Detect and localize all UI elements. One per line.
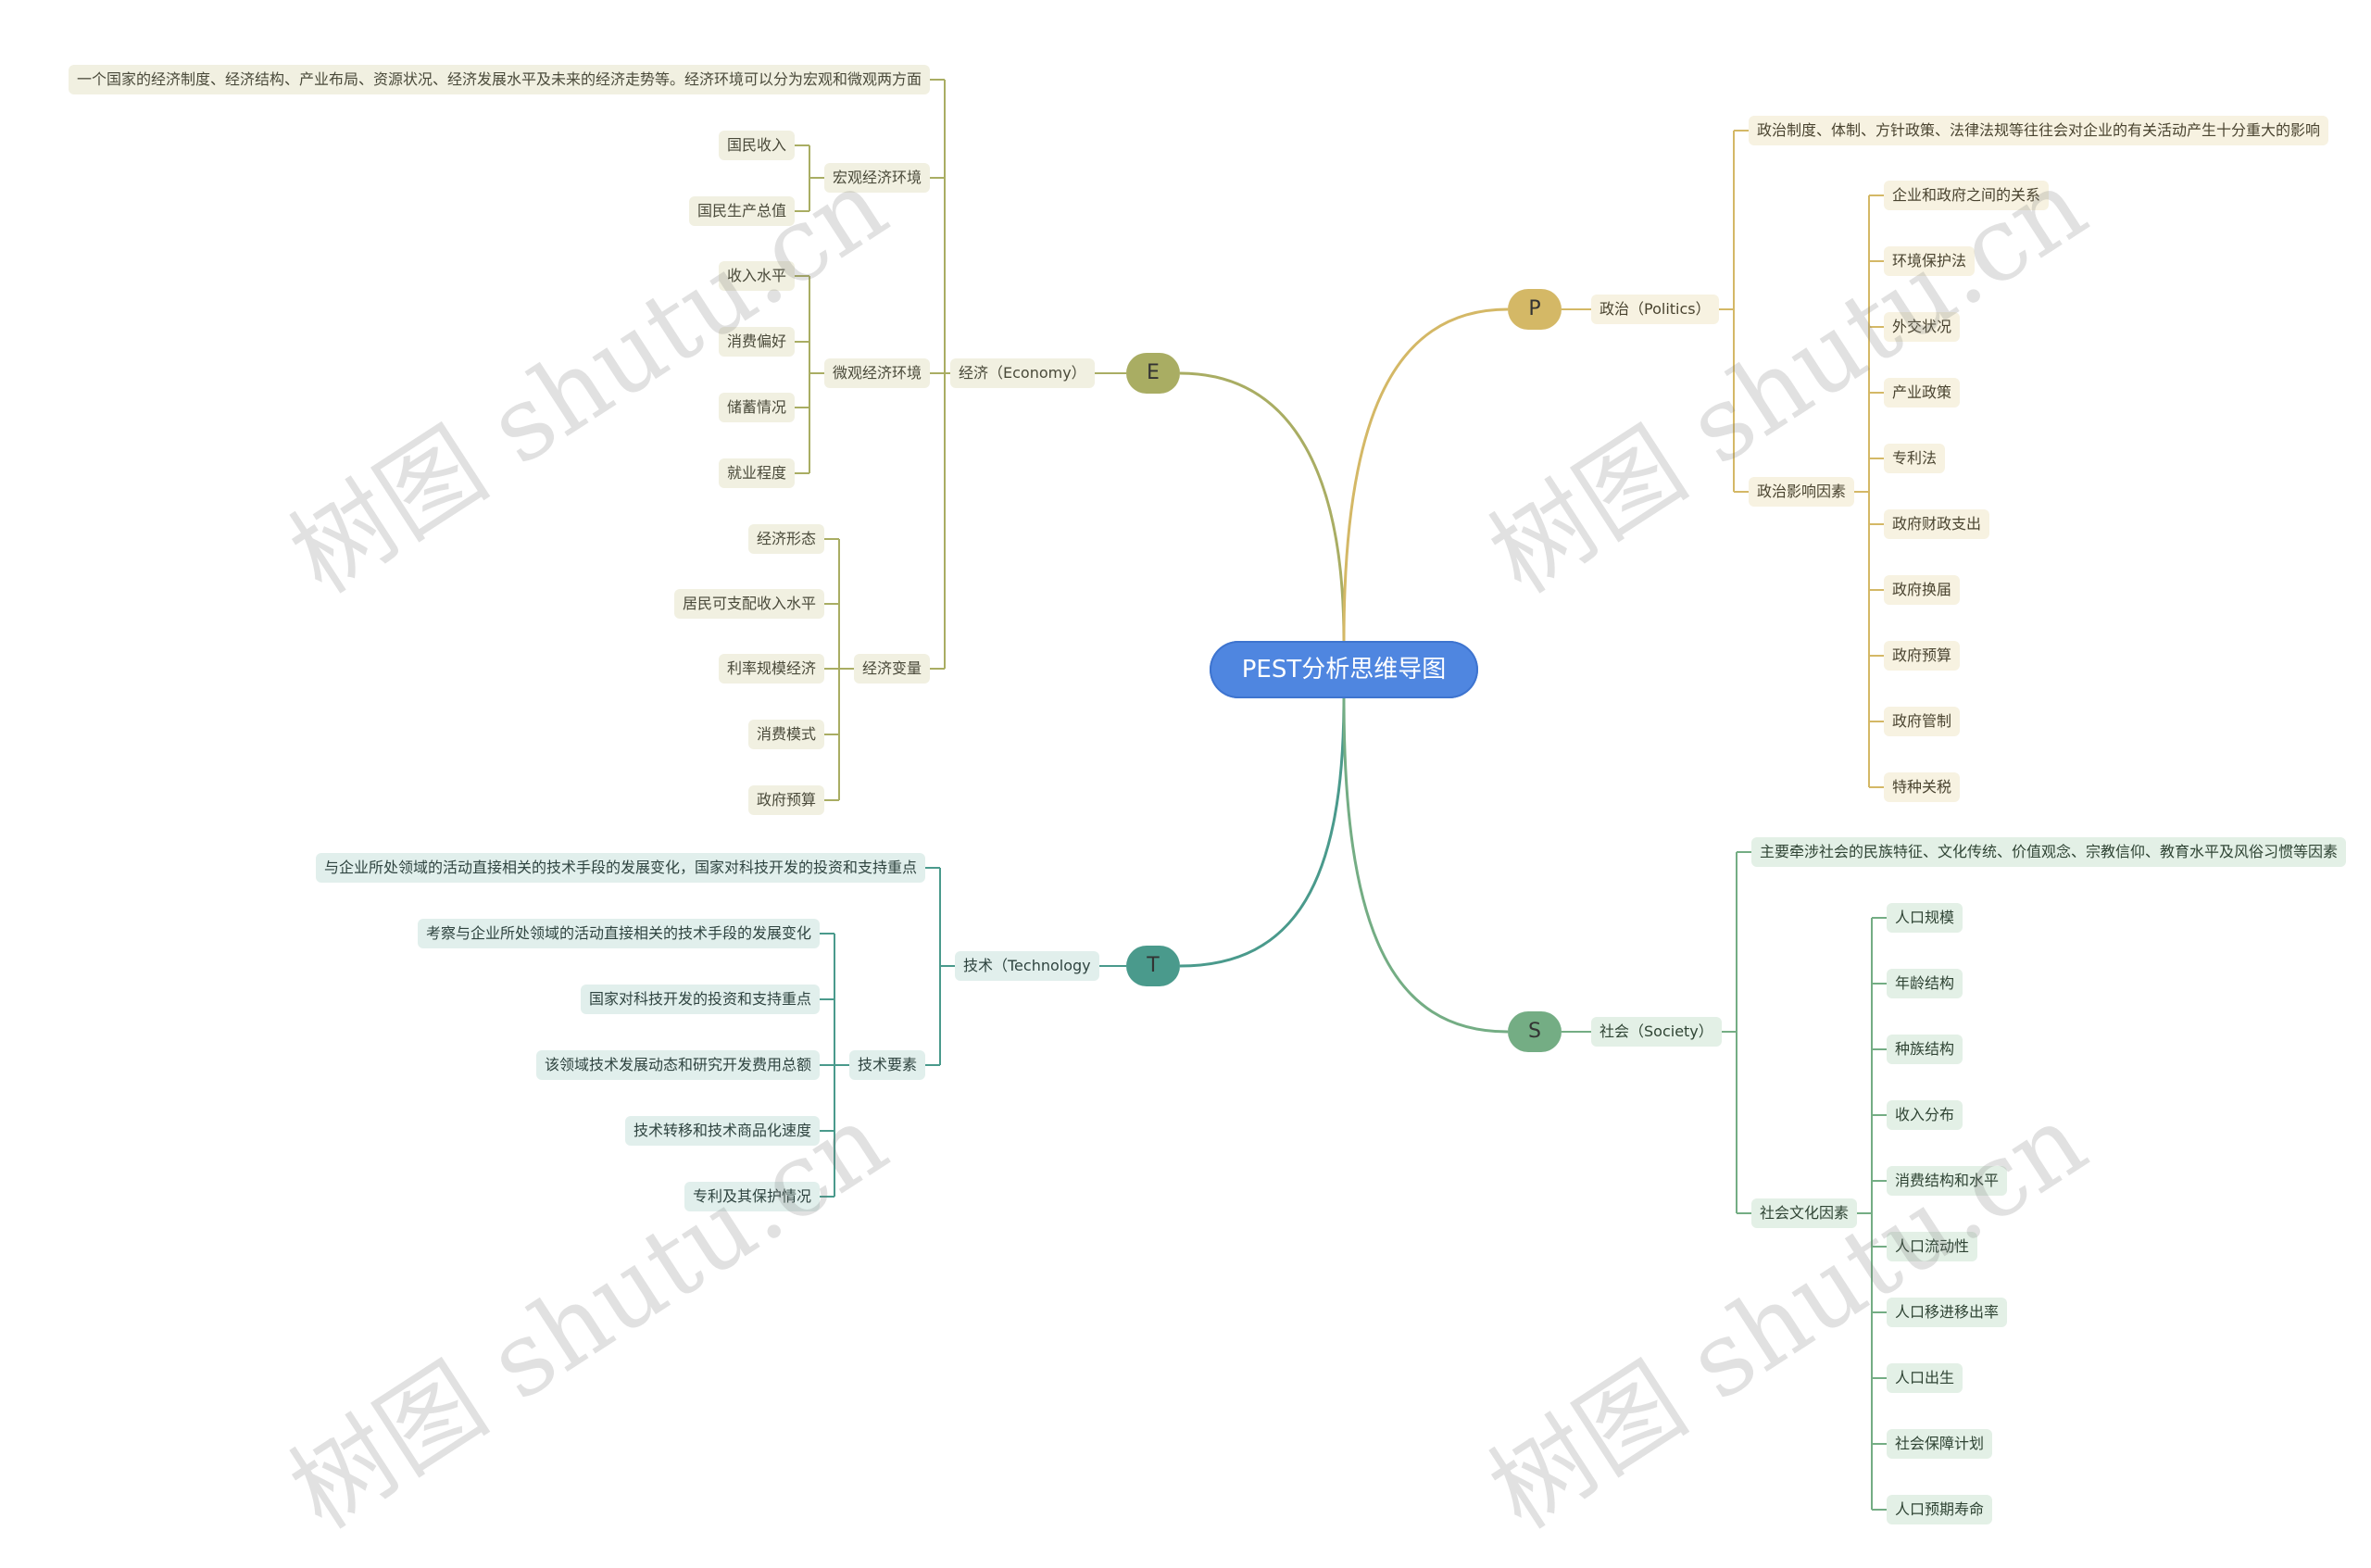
economy-label[interactable]: 经济（Economy） bbox=[950, 358, 1095, 388]
economy-letter-badge[interactable]: E bbox=[1126, 353, 1180, 394]
technology-branch-curve bbox=[1179, 697, 1346, 968]
society-label[interactable]: 社会（Society） bbox=[1591, 1017, 1722, 1047]
society-item[interactable]: 种族结构 bbox=[1887, 1035, 1963, 1064]
politics-item[interactable]: 专利法 bbox=[1884, 444, 1946, 473]
politics-letter-badge[interactable]: P bbox=[1508, 289, 1562, 330]
root-node[interactable]: PEST分析思维导图 bbox=[1210, 641, 1478, 698]
economy-item[interactable]: 居民可支配收入水平 bbox=[674, 589, 825, 619]
economy-item[interactable]: 就业程度 bbox=[719, 458, 796, 488]
technology-description[interactable]: 与企业所处领域的活动直接相关的技术手段的发展变化，国家对科技开发的投资和支持重点 bbox=[316, 853, 926, 883]
politics-item[interactable]: 环境保护法 bbox=[1884, 246, 1976, 276]
politics-item[interactable]: 政府财政支出 bbox=[1884, 509, 1990, 539]
economy-item[interactable]: 储蓄情况 bbox=[719, 393, 796, 422]
technology-item[interactable]: 技术转移和技术商品化速度 bbox=[625, 1116, 821, 1146]
politics-group[interactable]: 政治影响因素 bbox=[1749, 477, 1855, 507]
politics-branch-curve bbox=[1342, 307, 1509, 642]
technology-group[interactable]: 技术要素 bbox=[849, 1050, 926, 1080]
society-item[interactable]: 收入分布 bbox=[1887, 1100, 1963, 1130]
politics-item[interactable]: 企业和政府之间的关系 bbox=[1884, 181, 2050, 210]
economy-item[interactable]: 利率规模经济 bbox=[719, 654, 825, 684]
economy-item[interactable]: 政府预算 bbox=[748, 785, 825, 815]
society-item[interactable]: 人口移进移出率 bbox=[1887, 1298, 2008, 1327]
technology-item[interactable]: 考察与企业所处领域的活动直接相关的技术手段的发展变化 bbox=[418, 919, 821, 948]
society-letter-badge[interactable]: S bbox=[1508, 1011, 1562, 1052]
politics-description[interactable]: 政治制度、体制、方针政策、法律法规等往往会对企业的有关活动产生十分重大的影响 bbox=[1749, 116, 2329, 145]
society-item[interactable]: 人口出生 bbox=[1887, 1363, 1963, 1393]
society-item[interactable]: 人口预期寿命 bbox=[1887, 1495, 1993, 1524]
politics-item[interactable]: 产业政策 bbox=[1884, 378, 1961, 408]
economy-item[interactable]: 消费偏好 bbox=[719, 327, 796, 357]
society-description[interactable]: 主要牵涉社会的民族特征、文化传统、价值观念、宗教信仰、教育水平及风俗习惯等因素 bbox=[1751, 837, 2347, 867]
society-item[interactable]: 人口流动性 bbox=[1887, 1232, 1978, 1261]
politics-item[interactable]: 政府预算 bbox=[1884, 641, 1961, 671]
economy-item[interactable]: 经济形态 bbox=[748, 524, 825, 554]
politics-item[interactable]: 特种关税 bbox=[1884, 772, 1961, 802]
economy-item[interactable]: 国民生产总值 bbox=[689, 196, 796, 226]
politics-label[interactable]: 政治（Politics） bbox=[1591, 295, 1719, 324]
technology-label[interactable]: 技术（Technology bbox=[955, 951, 1099, 981]
technology-letter-badge[interactable]: T bbox=[1126, 946, 1180, 986]
economy-description[interactable]: 一个国家的经济制度、经济结构、产业布局、资源状况、经济发展水平及未来的经济走势等… bbox=[69, 65, 931, 94]
politics-item[interactable]: 政府换届 bbox=[1884, 575, 1961, 605]
society-group[interactable]: 社会文化因素 bbox=[1751, 1198, 1858, 1228]
society-item[interactable]: 社会保障计划 bbox=[1887, 1429, 1993, 1459]
economy-branch-curve bbox=[1179, 371, 1346, 642]
economy-group-0[interactable]: 宏观经济环境 bbox=[824, 163, 931, 193]
economy-item[interactable]: 收入水平 bbox=[719, 261, 796, 291]
society-item[interactable]: 年龄结构 bbox=[1887, 969, 1963, 998]
economy-group-2[interactable]: 经济变量 bbox=[854, 654, 931, 684]
politics-item[interactable]: 外交状况 bbox=[1884, 312, 1961, 342]
technology-item[interactable]: 国家对科技开发的投资和支持重点 bbox=[581, 985, 821, 1014]
society-item[interactable]: 消费结构和水平 bbox=[1887, 1166, 2008, 1196]
society-item[interactable]: 人口规模 bbox=[1887, 903, 1963, 933]
technology-item[interactable]: 该领域技术发展动态和研究开发费用总额 bbox=[536, 1050, 821, 1080]
politics-item[interactable]: 政府管制 bbox=[1884, 707, 1961, 736]
society-branch-curve bbox=[1342, 697, 1509, 1034]
technology-item[interactable]: 专利及其保护情况 bbox=[684, 1182, 821, 1211]
economy-item[interactable]: 国民收入 bbox=[719, 131, 796, 160]
economy-group-1[interactable]: 微观经济环境 bbox=[824, 358, 931, 388]
economy-item[interactable]: 消费模式 bbox=[748, 720, 825, 749]
